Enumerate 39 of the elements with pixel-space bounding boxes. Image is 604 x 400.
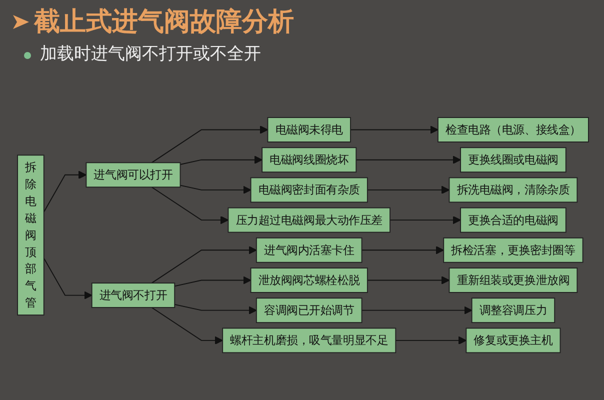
arrow [174, 276, 252, 287]
node-box: 调整容调压力 [471, 298, 556, 323]
arrow [43, 170, 87, 212]
arrow [356, 156, 461, 164]
arrow [180, 184, 252, 194]
arrow [395, 336, 467, 344]
arrow [151, 306, 223, 344]
arrow [361, 246, 444, 254]
arrow [151, 186, 229, 224]
arrow [174, 304, 257, 314]
arrow [180, 156, 262, 165]
node-box: 拆除电磁阀顶部气管 [17, 154, 44, 316]
arrow [366, 276, 450, 284]
node-box: 压力超过电磁阀最大动作压差 [228, 207, 390, 233]
node-box: 更换线圈或电磁阀 [460, 147, 566, 172]
node-box: 重新组装或更换泄放阀 [448, 267, 578, 293]
arrow [151, 126, 268, 164]
arrow [43, 258, 92, 300]
node-box: 拆洗电磁阀，清除杂质 [448, 177, 578, 203]
arrow [350, 126, 438, 134]
node-box: 螺杆主机磨损，吸气量明显不足 [222, 328, 396, 354]
title: 截止式进气阀故障分析 [34, 6, 294, 39]
arrow [366, 186, 450, 194]
node-box: 泄放阀阀芯螺栓松脱 [250, 267, 368, 293]
arrow [151, 246, 257, 284]
node-box: 进气阀可以打开 [86, 162, 181, 188]
arrow [361, 306, 472, 314]
node-box: 电磁阀密封面有杂质 [250, 177, 368, 203]
arrow [390, 216, 461, 224]
subtitle: 加载时进气阀不打开或不全开 [40, 43, 261, 65]
node-box: 进气阀不打开 [91, 282, 176, 308]
node-box: 更换合适的电磁阀 [460, 207, 566, 233]
node-box: 容调阀已开始调节 [256, 298, 362, 323]
node-box: 修复或更换主机 [466, 328, 561, 354]
node-box: 进气阀内活塞卡住 [256, 237, 362, 263]
node-box: 拆检活塞，更换密封圈等 [443, 237, 584, 263]
node-box: 电磁阀未得电 [267, 116, 351, 142]
node-box: 电磁阀线圈烧坏 [262, 147, 357, 172]
node-box: 检查电路（电源、接线盒） [438, 116, 589, 142]
